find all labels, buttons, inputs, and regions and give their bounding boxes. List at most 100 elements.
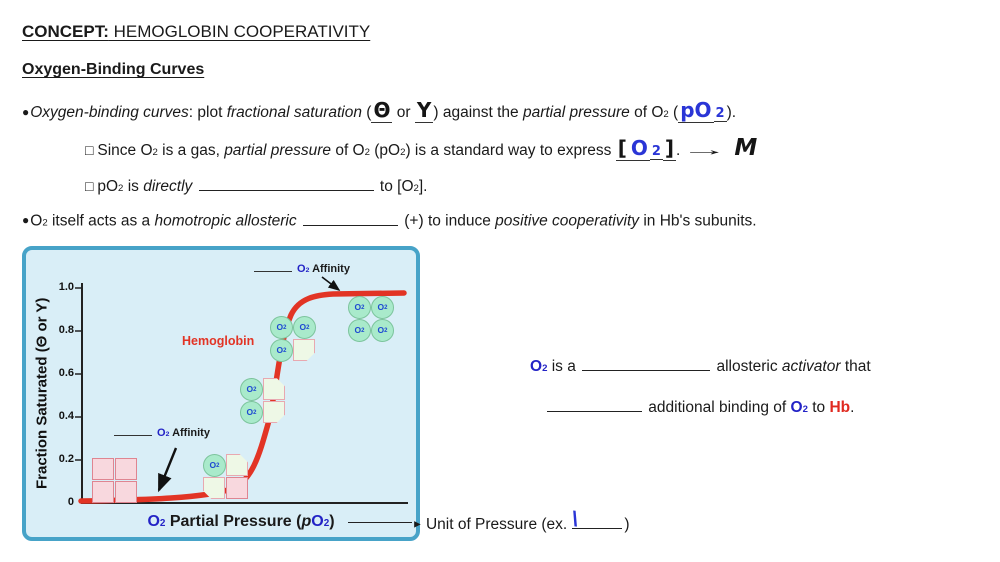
- text-segment: .: [676, 142, 681, 159]
- unbound-subunit: [115, 481, 137, 503]
- text-segment: ): [329, 513, 335, 530]
- unbound-subunit: [226, 477, 248, 499]
- text-segment: 2: [283, 347, 287, 354]
- text-segment: 2: [323, 518, 330, 529]
- y-tick-label: 0.8: [58, 324, 74, 336]
- right-note-line2: additional binding of O2 to Hb.: [545, 398, 854, 420]
- handwritten-theta: Θ: [371, 98, 393, 123]
- text-segment: homotropic allosteric: [154, 212, 297, 230]
- text-segment: O: [209, 460, 217, 471]
- low-o2-affinity-label: O2 Affinity: [112, 426, 210, 442]
- curve-label-hemoglobin: Hemoglobin: [182, 334, 255, 348]
- text-segment: is: [123, 178, 144, 195]
- relaxed-subunit: [203, 477, 225, 499]
- text-segment: Unit of Pressure (ex.: [425, 516, 572, 533]
- right-note-line1: O2 is a allosteric activator that: [530, 357, 871, 379]
- text-segment: O: [311, 513, 324, 530]
- text-segment: □: [85, 178, 98, 194]
- relaxed-subunit: [263, 378, 285, 400]
- text-segment: to: [807, 399, 830, 416]
- text-segment: or: [392, 104, 415, 121]
- text-segment: partial pressure: [224, 142, 332, 159]
- text-segment: HEMOGLOBIN COOPERATIVITY: [108, 22, 371, 41]
- text-segment: 2: [400, 147, 406, 158]
- subbullet-po2-directly: □ pO2 is directly to [O2].: [85, 176, 428, 199]
- text-segment: 2: [542, 363, 548, 374]
- y-tick-label: 0.4: [58, 410, 74, 422]
- oxygen-binding-chart: Fraction Saturated (Θ or Y) 1.0 0.8 0.6 …: [22, 246, 420, 541]
- text-segment: ].: [418, 178, 428, 195]
- text-segment: O: [294, 263, 306, 275]
- text-segment: 2: [361, 327, 365, 334]
- text-segment: 2: [283, 324, 287, 331]
- text-segment: p: [301, 513, 312, 530]
- fill-in-blank: [114, 426, 152, 436]
- text-segment: □: [85, 142, 98, 158]
- fill-in-blank: [198, 177, 374, 191]
- handwritten-o2-sub: 2: [649, 144, 663, 160]
- text-segment: itself acts as a: [47, 212, 155, 230]
- hb-tetramer-0-bound: [92, 458, 138, 504]
- text-segment: to [O: [375, 178, 414, 195]
- text-segment: that: [840, 358, 871, 375]
- text-segment: of O: [331, 142, 365, 159]
- text-segment: 2: [361, 304, 365, 311]
- text-segment: O: [30, 212, 43, 230]
- text-segment: ).: [726, 104, 737, 121]
- fill-in-blank: [302, 212, 398, 226]
- y-tick-label: 0: [67, 496, 74, 508]
- text-segment: [192, 178, 196, 195]
- text-segment: 2: [152, 147, 158, 158]
- text-segment: O: [246, 384, 254, 395]
- text-segment: (: [668, 104, 679, 121]
- text-segment: fractional saturation: [226, 104, 362, 121]
- text-segment: additional binding of: [644, 399, 791, 416]
- handwritten-y: Y: [414, 98, 434, 123]
- high-affinity-arrow: [321, 276, 341, 291]
- handwritten-m: M: [734, 135, 758, 161]
- section-heading: Oxygen-Binding Curves: [22, 60, 204, 80]
- handwritten-bracket: [: [615, 136, 629, 161]
- text-segment: Since O: [97, 142, 153, 159]
- text-segment: O: [377, 325, 385, 336]
- unbound-subunit: [115, 458, 137, 480]
- relaxed-subunit: [263, 401, 285, 423]
- text-segment: O: [377, 302, 385, 313]
- text-segment: O: [530, 358, 543, 375]
- text-segment: O: [246, 407, 254, 418]
- fill-in-blank: [254, 262, 292, 272]
- high-o2-affinity-label: O2 Affinity: [252, 262, 350, 278]
- text-segment: ●: [22, 213, 30, 227]
- text-segment: positive cooperativity: [495, 212, 640, 230]
- text-segment: ●: [22, 104, 30, 119]
- text-segment: 2: [364, 147, 370, 158]
- text-segment: 2: [384, 327, 388, 334]
- text-segment: Partial Pressure (: [165, 513, 302, 530]
- y-axis-title: Fraction Saturated (Θ or Y): [33, 297, 51, 489]
- bullet-oxygen-binding-curves: ●Oxygen-binding curves: plot fractional …: [22, 98, 737, 125]
- text-segment: allosteric: [712, 358, 782, 375]
- text-segment: is a: [547, 358, 581, 375]
- text-segment: in Hb's subunits.: [639, 212, 757, 230]
- handwritten-po2: pO: [678, 98, 714, 123]
- handwritten-arrow: →: [680, 142, 729, 159]
- text-segment: 2: [802, 404, 808, 415]
- text-segment: 2: [384, 304, 388, 311]
- text-segment: 2: [253, 409, 257, 416]
- text-segment: activator: [781, 358, 841, 375]
- text-segment: of O: [629, 104, 664, 121]
- handwritten-stroke: \: [570, 507, 579, 532]
- text-segment: ) is a standard way to express: [405, 142, 616, 159]
- text-segment: directly: [143, 178, 193, 195]
- text-segment: pO: [97, 178, 119, 195]
- handwritten-o2: O: [628, 136, 650, 161]
- handwritten-po2-sub: 2: [713, 106, 727, 122]
